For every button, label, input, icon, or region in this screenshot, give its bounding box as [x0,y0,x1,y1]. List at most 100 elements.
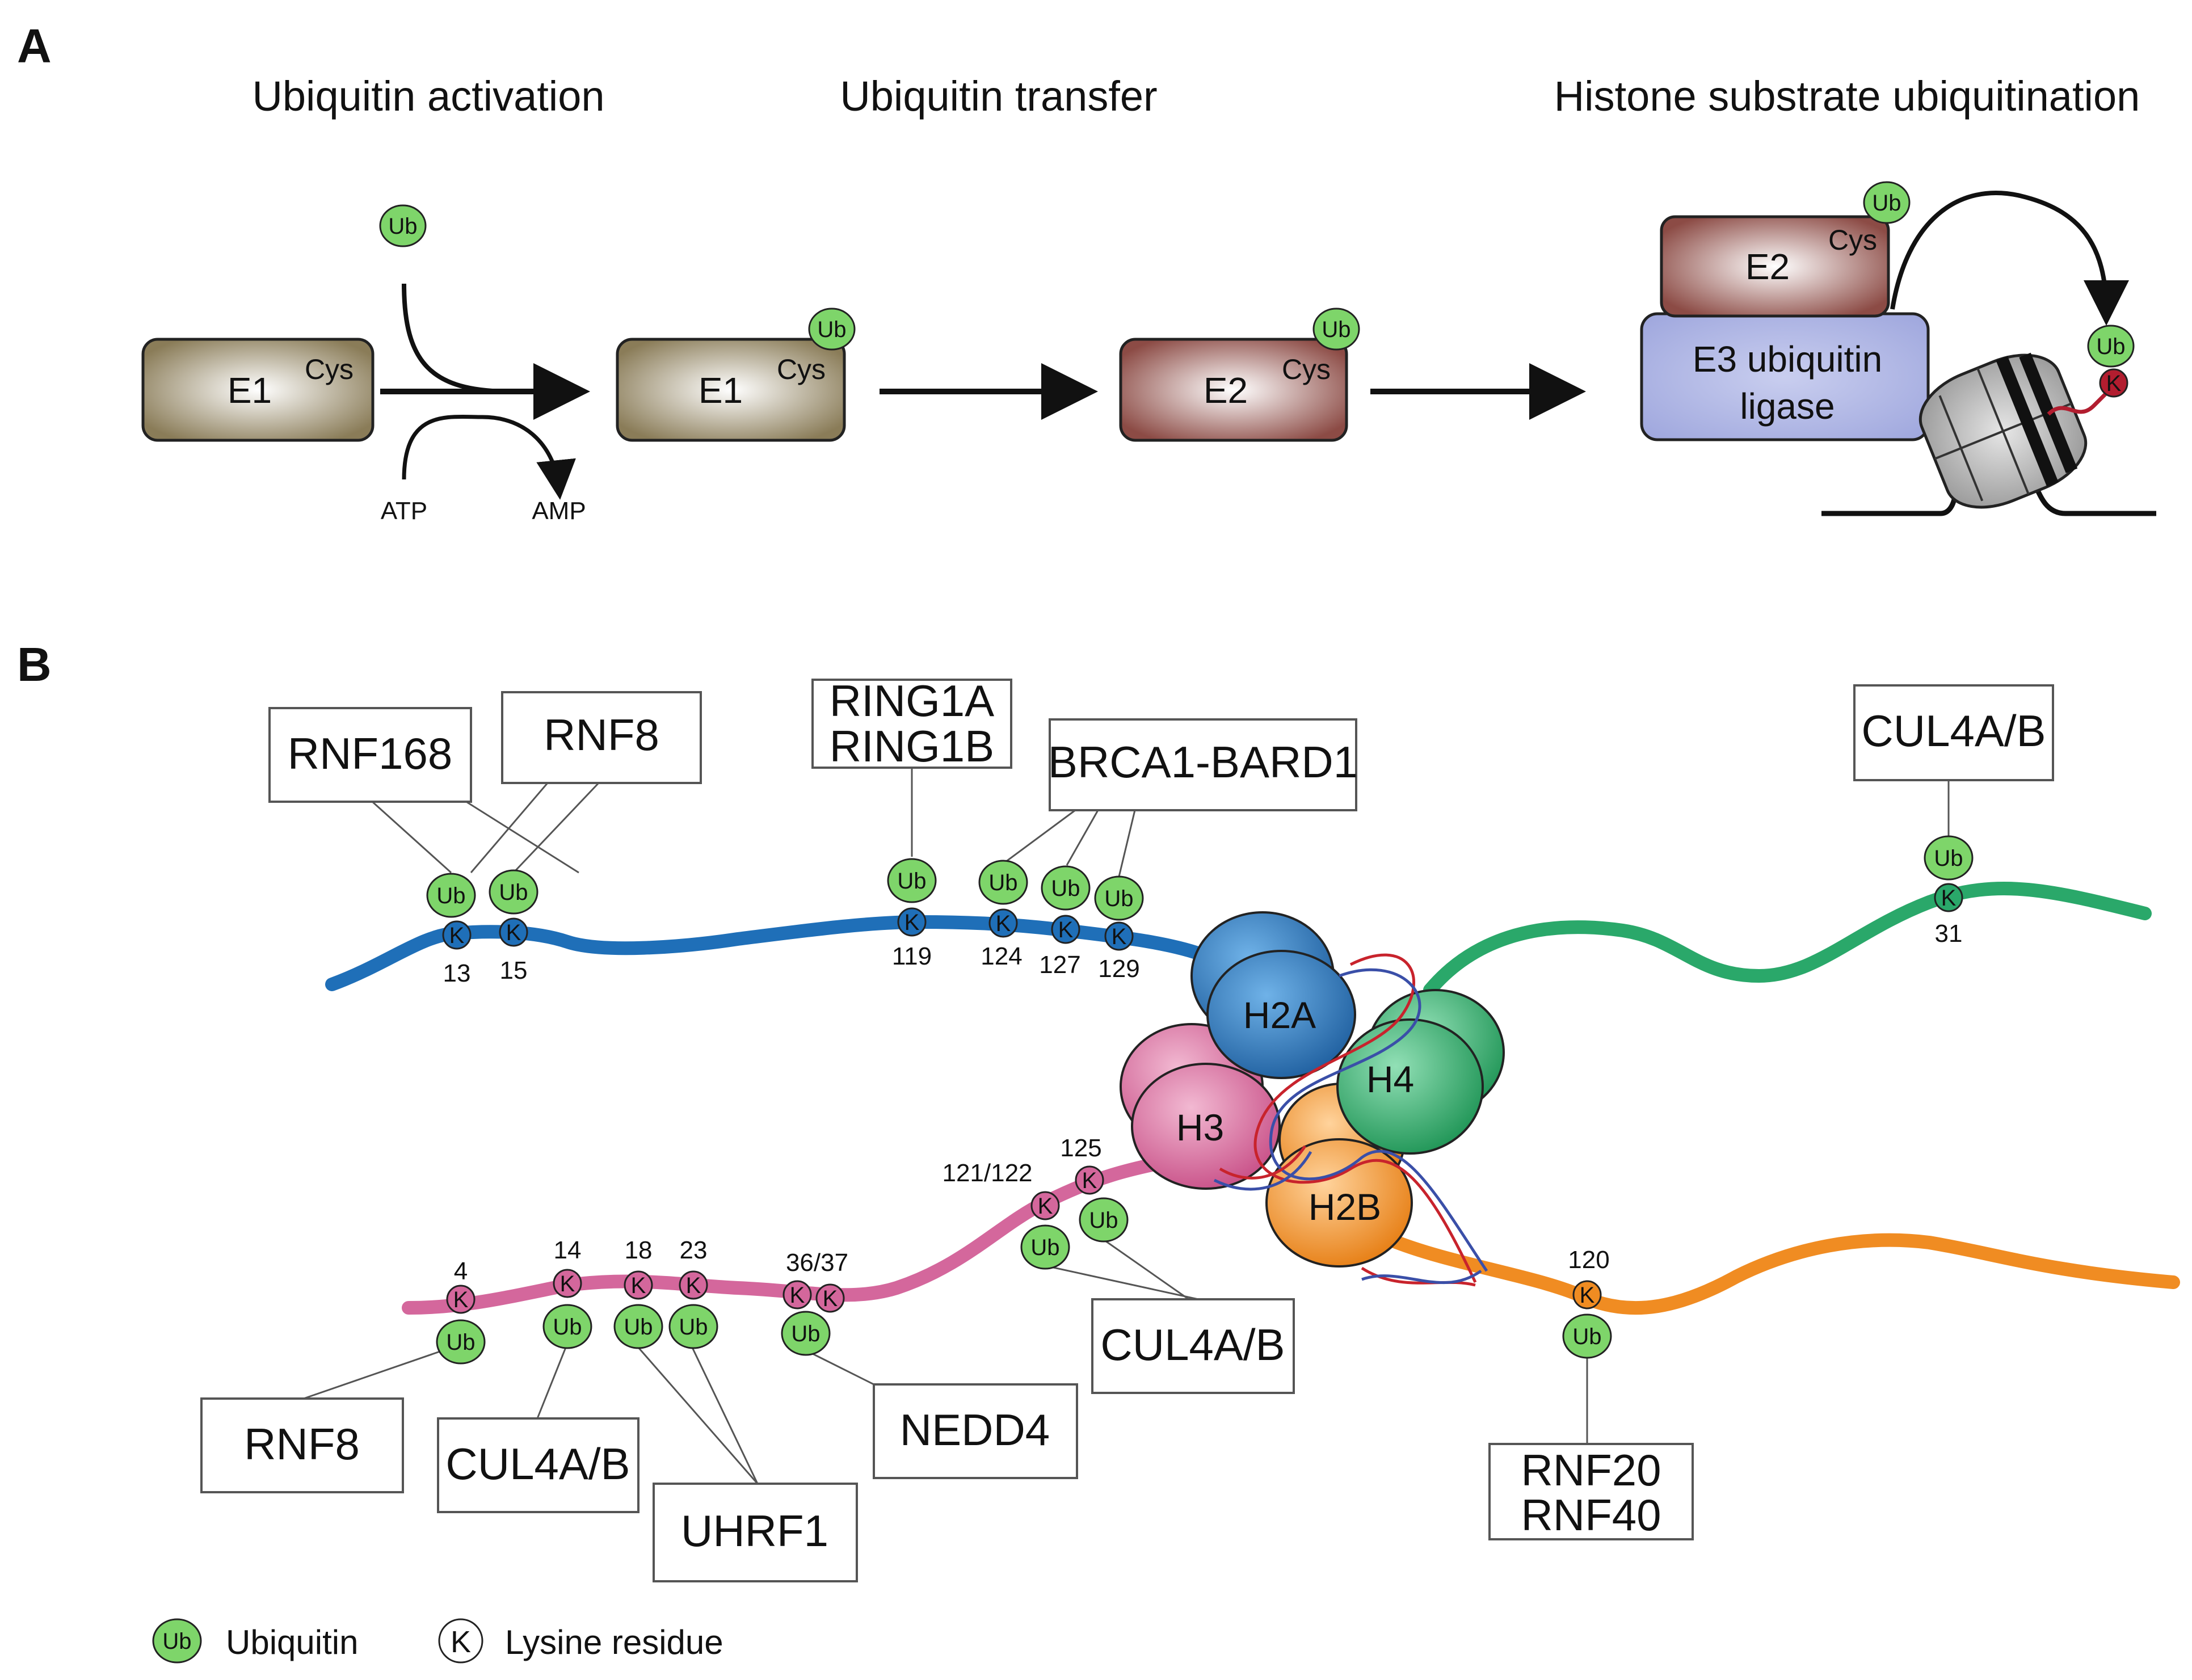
ligase-box-brca1-bard1: BRCA1-BARD1 [1048,718,1358,811]
legend-ub-symbol: Ub [162,1629,191,1654]
ligase-box-rnf8-top: RNF8 [501,691,702,784]
h2b-globule [1265,1138,1413,1268]
ub-label: Ub [388,214,417,239]
svg-text:K: K [449,923,465,948]
ligase-box-nedd4: NEDD4 [873,1383,1078,1479]
cys-label: Cys [1282,353,1331,385]
svg-text:K: K [904,910,920,935]
e1-enzyme: E1 Cys [141,338,375,442]
rnf8-top-label: RNF8 [544,710,659,760]
svg-text:K: K [790,1283,805,1308]
ligase-connectors [303,766,1950,1484]
legend-lysine-icon: K [438,1618,483,1664]
title-ubiquitin-activation: Ubiquitin activation [252,73,604,120]
h2b-tail [1383,1233,2180,1315]
site-number: 31 [1935,920,1963,948]
site-number: 18 [625,1236,653,1264]
e2-loaded-enzyme: E2 Cys Ub [1119,308,1360,442]
site-number: 23 [680,1236,708,1264]
ub-transfer-arrow [1890,191,2129,326]
panel-a-letter: A [17,19,52,73]
svg-text:Ub: Ub [988,870,1017,895]
title-histone-ubiquitination: Histone substrate ubiquitination [1554,73,2140,120]
h2b-label: H2B [1309,1186,1381,1228]
h2a-site-k13: Ub K 13 [426,873,476,987]
nedd4-label: NEDD4 [900,1405,1050,1455]
ligase-box-rnf8-bottom: RNF8 [200,1397,404,1493]
ligase-box-ring1: RING1A RING1B [811,676,1012,771]
svg-text:K: K [631,1273,646,1298]
svg-text:K: K [506,920,521,945]
svg-text:K: K [1580,1283,1595,1308]
cys-label: Cys [305,353,354,385]
svg-text:K: K [1082,1168,1097,1193]
svg-text:Ub: Ub [446,1330,475,1355]
svg-text:Ub: Ub [499,880,528,905]
h3-site-k23: 23 K Ub [668,1236,718,1349]
e2-label: E2 [1745,246,1790,287]
site-number: 120 [1568,1246,1609,1274]
brca1-bard1-label: BRCA1-BARD1 [1048,737,1358,787]
ub-label: Ub [1872,191,1901,216]
legend-k-symbol: K [451,1625,471,1659]
legend: Ub Ubiquitin K Lysine residue [152,1618,723,1664]
cys-label: Cys [777,353,826,385]
svg-text:K: K [996,911,1011,936]
cul4-h3-n-label: CUL4A/B [445,1439,630,1489]
svg-text:K: K [1058,917,1074,942]
h4-site-k31: Ub K 31 [1924,835,1974,948]
cul4-h3-c-label: CUL4A/B [1100,1320,1285,1370]
site-number: 129 [1098,955,1139,983]
free-ubiquitin: Ub [379,204,427,247]
svg-text:Ub: Ub [1104,886,1133,911]
ligase-box-rnf168: RNF168 [268,707,472,803]
site-number: 36/37 [786,1249,848,1277]
panel-b-letter: B [17,638,52,691]
site-number: 125 [1060,1134,1101,1162]
h3-site-k4: 4 K Ub [436,1257,486,1365]
site-number: 4 [454,1257,468,1285]
e3-label-line2: ligase [1740,386,1835,427]
rnf40-label: RNF40 [1521,1490,1661,1540]
svg-text:Ub: Ub [553,1315,582,1340]
ligase-box-uhrf1: UHRF1 [653,1483,858,1582]
h3-label: H3 [1176,1106,1224,1148]
h4-label: H4 [1366,1058,1414,1100]
h2a-site-k127: Ub K 127 [1039,865,1091,979]
h4-tail [1423,882,2152,997]
h3-site-k125: 125 K Ub [1060,1134,1129,1243]
atp-amp-curve [402,414,576,500]
dna-strand-blue [1269,968,1488,1272]
h3-site-k14: 14 K Ub [542,1236,592,1349]
site-number: 13 [443,959,471,987]
ub-label: Ub [1322,317,1350,342]
rnf8-bottom-label: RNF8 [244,1419,360,1469]
h2a-site-k124: Ub K 124 [978,860,1028,970]
svg-text:Ub: Ub [624,1315,653,1340]
e3-ligase-complex: E3 ubiquitin ligase E2 Cys Ub [1640,181,1930,441]
svg-text:Ub: Ub [791,1321,820,1346]
svg-text:K: K [1941,886,1957,911]
k-label: K [2106,371,2122,396]
site-number: 15 [500,957,528,984]
site-number: 127 [1039,951,1080,979]
h3-site-k121-122: 121/122 K Ub [942,1159,1070,1270]
rnf168-label: RNF168 [288,729,452,778]
svg-text:K: K [1038,1194,1053,1219]
svg-text:K: K [560,1271,575,1296]
legend-ubiquitin-text: Ubiquitin [226,1623,358,1661]
e1-loaded-enzyme: E1 Cys Ub [616,308,856,442]
ub-incoming-curve [402,283,511,394]
e3-label-line1: E3 ubiquitin [1693,339,1882,380]
h2b-site-k120: 120 K Ub [1562,1246,1612,1359]
e1-label: E1 [228,370,272,411]
svg-text:K: K [823,1286,838,1311]
atp-label: ATP [381,497,427,525]
site-number: 124 [981,942,1022,970]
svg-text:Ub: Ub [897,869,926,894]
nucleosome-icon: K Ub [1821,325,2156,516]
ligase-box-cul4-h3-c: CUL4A/B [1091,1298,1295,1394]
svg-text:Ub: Ub [1089,1208,1118,1233]
ub-label: Ub [2096,334,2125,359]
